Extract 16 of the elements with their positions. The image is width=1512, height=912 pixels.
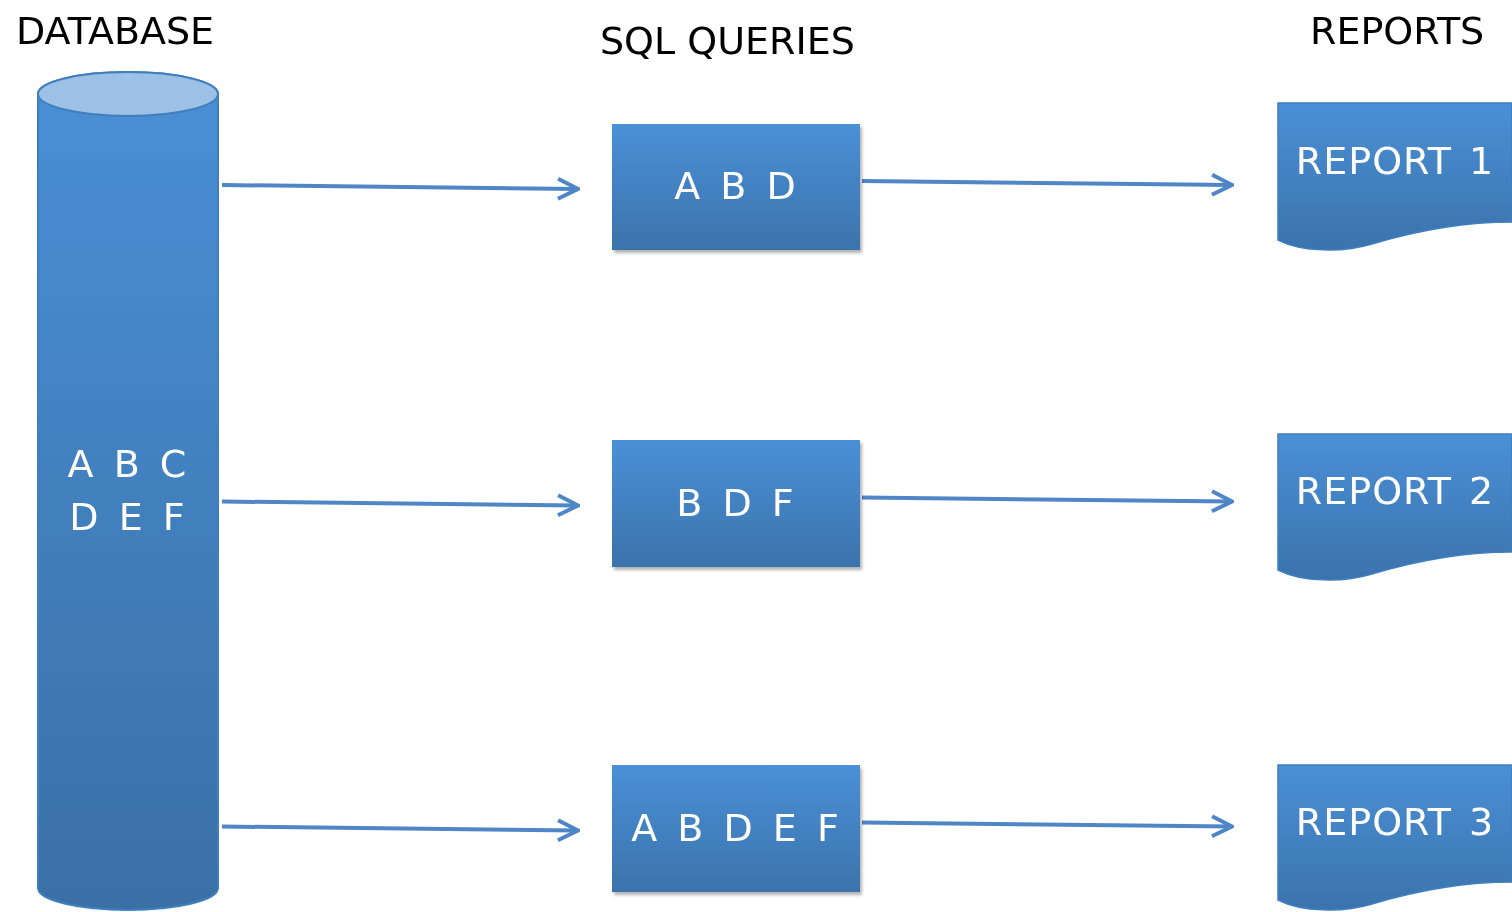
column-heading: SQL QUERIES (600, 22, 855, 60)
arrow (861, 814, 1234, 839)
arrow (861, 489, 1234, 514)
column-heading: DATABASE (16, 12, 215, 50)
arrow (221, 493, 580, 518)
report-title: REPORT 3 (1295, 798, 1495, 846)
field-list: A B C D E F (63, 437, 193, 545)
column-heading: REPORTS (1310, 12, 1485, 50)
query-fields: B D F (676, 476, 796, 531)
report-title: REPORT 2 (1295, 468, 1495, 516)
query-fields: A B D E F (631, 801, 841, 856)
query-fields: A B D (674, 160, 798, 214)
arrow (861, 172, 1234, 197)
report-title: REPORT 1 (1295, 137, 1495, 185)
arrow (221, 176, 580, 201)
arrow (221, 818, 580, 843)
